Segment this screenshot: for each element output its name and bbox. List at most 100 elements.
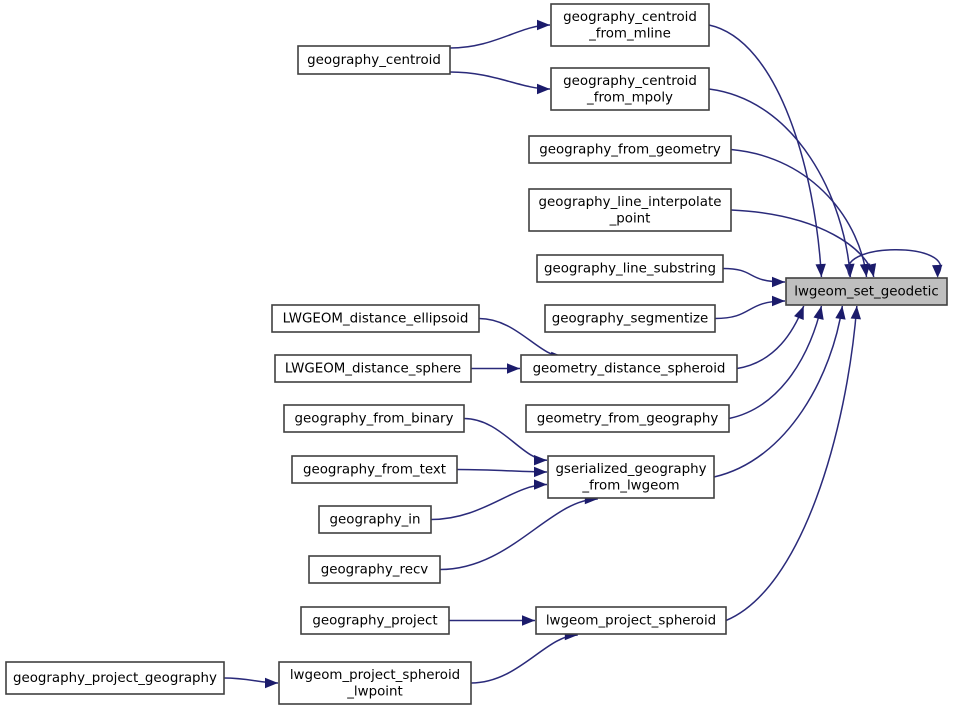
node-box-geography_from_binary[interactable] <box>283 404 465 433</box>
node-geography_centroid_from_mpoly[interactable]: geography_centroid_from_mpoly <box>550 67 710 111</box>
node-box-geometry_from_geography[interactable] <box>525 404 730 433</box>
node-geography_centroid_from_mline[interactable]: geography_centroid_from_mline <box>550 3 710 47</box>
node-geography_in[interactable]: geography_in <box>318 505 432 534</box>
arrowhead-geography_segmentize <box>772 295 785 307</box>
node-geography_from_geometry[interactable]: geography_from_geometry <box>528 135 732 164</box>
node-box-gserialized_geography_from_lwgeom[interactable] <box>547 455 715 499</box>
node-geography_recv[interactable]: geography_recv <box>308 555 441 584</box>
node-box-geography_from_geometry[interactable] <box>528 135 732 164</box>
node-box-geography_segmentize[interactable] <box>544 304 716 333</box>
node-box-geography_line_interpolate_point[interactable] <box>528 188 732 232</box>
node-label-geography_recv: geography_recv <box>321 563 429 578</box>
node-geography_project_geography[interactable]: geography_project_geography <box>5 661 225 695</box>
node-box-lwgeom_project_spheroid[interactable] <box>535 606 727 635</box>
edge-path <box>725 305 858 622</box>
edge-geography_line_substring-to-lwgeom_set_geodetic <box>722 267 786 288</box>
node-label-geography_centroid_from_mpoly: _from_mpoly <box>586 90 673 105</box>
node-label-geography_project: geography_project <box>312 614 437 629</box>
node-box-geography_centroid_from_mline[interactable] <box>550 3 710 47</box>
node-box-geography_from_text[interactable] <box>291 455 458 484</box>
edge-geography_from_binary-to-gserialized_geography_from_lwgeom <box>463 417 548 466</box>
node-box-geometry_distance_spheroid[interactable] <box>520 354 738 383</box>
edge-gserialized_geography_from_lwgeom-to-lwgeom_set_geodetic <box>713 305 846 478</box>
arrowhead-gserialized_geography_from_lwgeom <box>835 306 846 320</box>
edge-lwgeom_project_spheroid_lwpoint-to-lwgeom_project_spheroid <box>470 629 578 684</box>
node-geometry_from_geography[interactable]: geometry_from_geography <box>525 404 730 433</box>
edge-path <box>470 634 578 684</box>
node-label-lwgeom_project_spheroid_lwpoint: lwgeom_project_spheroid <box>290 668 460 683</box>
edge-geography_recv-to-gserialized_geography_from_lwgeom <box>439 493 598 571</box>
node-label-geography_centroid_from_mline: _from_mline <box>588 26 671 41</box>
node-gserialized_geography_from_lwgeom[interactable]: gserialized_geography_from_lwgeom <box>547 455 715 499</box>
node-box-lwgeom_set_geodetic[interactable] <box>785 277 948 306</box>
edge-layer <box>223 19 943 689</box>
node-label-geography_from_geometry: geography_from_geometry <box>539 143 721 158</box>
edge-path <box>708 24 823 278</box>
node-box-LWGEOM_distance_sphere[interactable] <box>274 354 472 383</box>
node-label-geography_project_geography: geography_project_geography <box>13 671 217 686</box>
node-label-lwgeom_set_geodetic: lwgeom_set_geodetic <box>794 285 939 300</box>
edge-path <box>449 71 551 90</box>
node-geography_from_binary[interactable]: geography_from_binary <box>283 404 465 433</box>
node-geography_segmentize[interactable]: geography_segmentize <box>544 304 716 333</box>
node-box-lwgeom_project_spheroid_lwpoint[interactable] <box>278 661 472 705</box>
node-label-geography_from_text: geography_from_text <box>303 463 446 478</box>
arrowhead-geography_from_binary <box>534 455 547 466</box>
edge-geography_project-to-lwgeom_project_spheroid <box>448 615 535 626</box>
node-geography_centroid[interactable]: geography_centroid <box>297 45 451 75</box>
node-LWGEOM_distance_ellipsoid[interactable]: LWGEOM_distance_ellipsoid <box>271 304 480 333</box>
edge-path <box>449 24 551 49</box>
node-geography_line_substring[interactable]: geography_line_substring <box>536 254 724 283</box>
arrowhead-geography_project_geography <box>265 677 278 689</box>
arrowhead-geography_from_text <box>534 466 547 478</box>
node-lwgeom_set_geodetic[interactable]: lwgeom_set_geodetic <box>785 277 948 306</box>
node-box-geography_centroid_from_mpoly[interactable] <box>550 67 710 111</box>
node-label-lwgeom_project_spheroid: lwgeom_project_spheroid <box>546 614 716 629</box>
arrowhead-geography_centroid_from_mpoly <box>844 263 855 277</box>
node-geography_project[interactable]: geography_project <box>300 606 450 635</box>
node-geography_line_interpolate_point[interactable]: geography_line_interpolate_point <box>528 188 732 232</box>
edge-self-loop-path <box>847 249 942 278</box>
node-box-geography_centroid[interactable] <box>297 45 451 75</box>
arrowhead-geography_centroid <box>537 83 550 95</box>
edge-path <box>730 148 868 278</box>
node-label-LWGEOM_distance_sphere: LWGEOM_distance_sphere <box>285 362 461 377</box>
node-lwgeom_project_spheroid[interactable]: lwgeom_project_spheroid <box>535 606 727 635</box>
arrowhead-geography_in <box>534 479 547 490</box>
edge-geography_project_geography-to-lwgeom_project_spheroid_lwpoint <box>223 677 279 689</box>
node-lwgeom_project_spheroid_lwpoint[interactable]: lwgeom_project_spheroid_lwpoint <box>278 661 472 705</box>
arrowhead-geography_line_substring <box>772 276 785 288</box>
arrowhead-geometry_distance_spheroid <box>794 306 804 320</box>
node-layer: geography_centroidgeography_centroid_fro… <box>5 3 948 705</box>
edge-path <box>708 88 852 278</box>
node-box-LWGEOM_distance_ellipsoid[interactable] <box>271 304 480 333</box>
node-box-geography_in[interactable] <box>318 505 432 534</box>
node-label-lwgeom_project_spheroid_lwpoint: _lwpoint <box>346 684 403 699</box>
edge-geometry_distance_spheroid-to-lwgeom_set_geodetic <box>736 305 805 370</box>
arrowhead-geography_project <box>522 615 535 626</box>
arrowhead-LWGEOM_distance_sphere <box>507 363 520 374</box>
node-box-geography_line_substring[interactable] <box>536 254 724 283</box>
edge-path <box>728 305 823 420</box>
node-geography_from_text[interactable]: geography_from_text <box>291 455 458 484</box>
node-label-geometry_distance_spheroid: geometry_distance_spheroid <box>533 362 726 377</box>
node-label-LWGEOM_distance_ellipsoid: LWGEOM_distance_ellipsoid <box>283 312 469 327</box>
arrowhead-geography_line_interpolate_point <box>865 263 877 277</box>
edge-geography_from_text-to-gserialized_geography_from_lwgeom <box>456 466 548 478</box>
node-label-gserialized_geography_from_lwgeom: _from_lwgeom <box>581 478 679 493</box>
edge-path <box>713 305 844 478</box>
node-label-geography_centroid_from_mline: geography_centroid <box>563 10 697 25</box>
edge-LWGEOM_distance_sphere-to-geometry_distance_spheroid <box>471 363 520 374</box>
edge-geography_centroid-to-geography_centroid_from_mpoly <box>449 71 551 95</box>
node-box-geography_recv[interactable] <box>308 555 441 584</box>
node-LWGEOM_distance_sphere[interactable]: LWGEOM_distance_sphere <box>274 354 472 383</box>
edge-geometry_from_geography-to-lwgeom_set_geodetic <box>728 305 824 420</box>
node-geometry_distance_spheroid[interactable]: geometry_distance_spheroid <box>520 354 738 383</box>
edge-geography_centroid_from_mpoly-to-lwgeom_set_geodetic <box>708 88 855 278</box>
node-box-geography_project[interactable] <box>300 606 450 635</box>
node-box-geography_project_geography[interactable] <box>5 661 225 695</box>
edge-lwgeom_project_spheroid-to-lwgeom_set_geodetic <box>725 305 861 622</box>
node-label-geography_line_interpolate_point: _point <box>609 211 651 226</box>
